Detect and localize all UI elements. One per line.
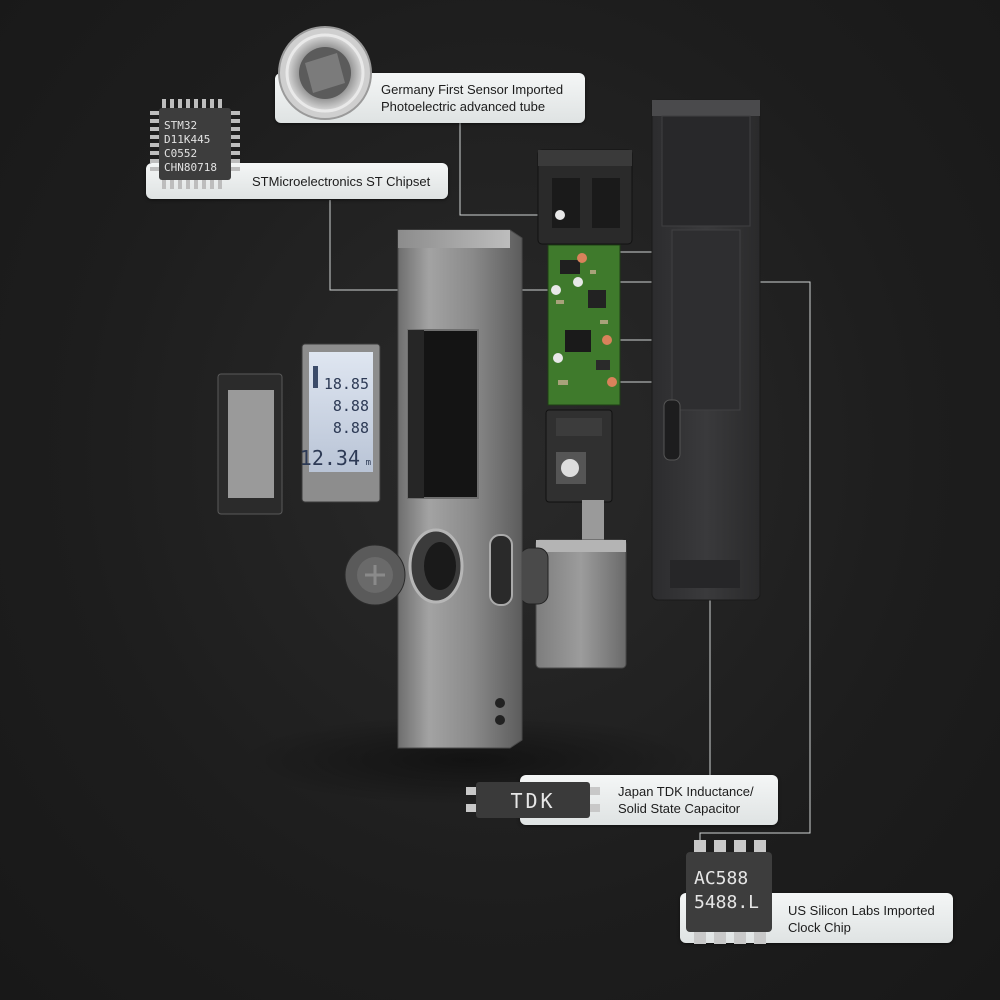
sensor-label-line1: Germany First Sensor Imported (381, 82, 564, 97)
clock-chip-icon: AC588 5488.L (686, 840, 772, 944)
clock-chip-marking-2: 5488.L (694, 892, 759, 913)
chip-marking-1: STM32 (164, 119, 197, 132)
sensor-tube-icon (278, 26, 372, 120)
tdk-marking: TDK (510, 789, 555, 813)
speaker-board (545, 409, 613, 544)
chip-marking-4: CHN80718 (164, 161, 217, 174)
lcd-row-2: 8.88 (333, 397, 369, 415)
side-button (519, 547, 549, 605)
lcd-display: 18.85 8.88 8.88 12.34 m (300, 343, 381, 503)
lcd-row-4: 12.34 (300, 446, 360, 470)
chipset-label: STMicroelectronics ST Chipset (252, 174, 431, 189)
stm32-chip-icon: STM32 D11K445 C0552 CHN80718 (150, 99, 240, 189)
chip-marking-3: C0552 (164, 147, 197, 160)
clock-label-line2: Clock Chip (788, 920, 851, 935)
inductance-label-line1: Japan TDK Inductance/ (618, 784, 754, 799)
lcd-row-3: 8.88 (333, 419, 369, 437)
clock-label-line1: US Silicon Labs Imported (788, 903, 935, 918)
circuit-board (547, 244, 621, 406)
inductance-label-line2: Solid State Capacitor (618, 801, 741, 816)
clock-chip-marking-1: AC588 (694, 868, 748, 889)
rotary-knob (344, 544, 406, 606)
chip-marking-2: D11K445 (164, 133, 210, 146)
photoelectric-sensor-module (537, 149, 633, 245)
front-glass-panel (217, 373, 283, 515)
battery (535, 539, 627, 669)
lcd-row-1: 18.85 (324, 375, 369, 393)
aluminum-housing (397, 229, 523, 749)
tdk-component-icon: TDK (466, 782, 600, 818)
callout-clock-chip: AC588 5488.L US Silicon Labs Imported Cl… (680, 840, 953, 944)
callout-chipset: STM32 D11K445 C0552 CHN80718 STMicroelec… (146, 99, 448, 199)
rear-housing (651, 99, 761, 601)
lcd-unit: m (366, 458, 371, 468)
callout-inductance: TDK Japan TDK Inductance/ Solid State Ca… (466, 775, 778, 825)
sensor-label-line2: Photoelectric advanced tube (381, 99, 546, 114)
callout-sensor: Germany First Sensor Imported Photoelect… (275, 26, 585, 123)
